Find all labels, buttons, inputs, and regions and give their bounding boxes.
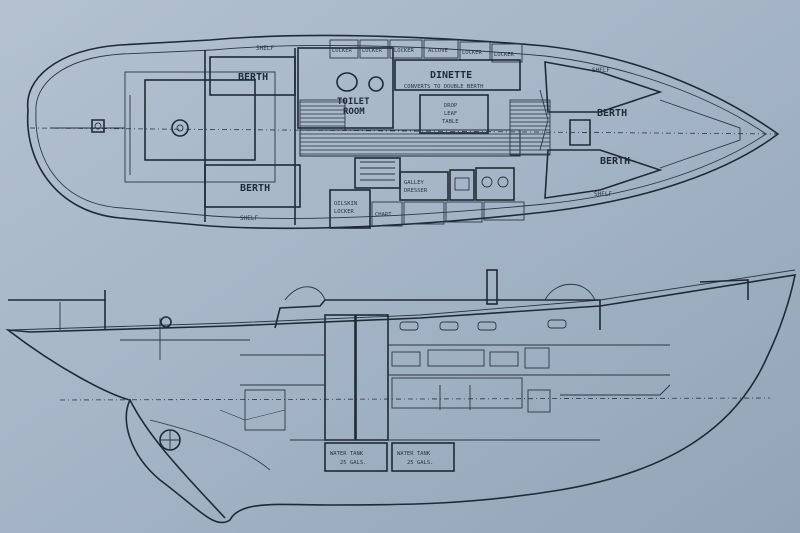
plan-view: BERTH BERTH SHELF SHELF TOILET ROOM LOCK… (26, 34, 781, 230)
galley-dresser (399, 171, 449, 201)
galley-locker-b (445, 201, 483, 223)
chart-table (371, 201, 403, 227)
sole-aft-section (299, 99, 346, 131)
label-locker-4: LOCKER (462, 50, 483, 56)
label-alcove: ALCOVE (428, 48, 448, 54)
galley-locker-c (483, 201, 525, 221)
locker-profile-fwd (527, 389, 551, 413)
shaft-line (219, 409, 286, 421)
locker-3 (389, 39, 423, 59)
label-water-tank-fwd-cap: 25 GALS. (407, 460, 434, 466)
locker-2 (359, 39, 389, 59)
stove-unit (475, 167, 515, 201)
mast-stub (486, 269, 498, 305)
cabin-sole-floor (299, 129, 521, 157)
label-shelf-3: SHELF (592, 67, 610, 74)
wheel-hub-icon (176, 124, 184, 132)
drawer-2 (427, 349, 485, 367)
locker-1 (329, 39, 359, 59)
sink-icon (454, 177, 470, 191)
hull-outline-profile (5, 274, 797, 524)
steering-wheel-icon (171, 119, 189, 137)
basin-icon (368, 76, 384, 92)
water-tank-fwd (391, 442, 455, 472)
sole-fwd-section (509, 99, 551, 156)
label-water-tank-aft-cap: 25 GALS. (340, 460, 367, 466)
water-tank-aft (324, 442, 388, 472)
label-locker-2: LOCKER (362, 48, 383, 54)
rudder-post-center (94, 122, 102, 130)
oilskin-locker (329, 189, 371, 229)
label-dinette-note: CONVERTS TO DOUBLE BERTH (404, 84, 483, 90)
label-locker-1: LOCKER (332, 48, 353, 54)
alcove (423, 39, 459, 59)
berth-fwd-port (544, 61, 663, 113)
label-toilet: TOILET (337, 97, 370, 107)
berth-fwd-starboard (544, 149, 663, 199)
label-locker-3: LOCKER (394, 48, 415, 54)
label-oilskin-locker: LOCKER (334, 209, 355, 215)
toilet-icon (336, 72, 358, 92)
label-room: ROOM (343, 107, 365, 117)
label-water-tank-fwd: WATER TANK (397, 451, 431, 457)
cockpit-well (144, 79, 256, 161)
label-berth-fwd-port: BERTH (597, 108, 627, 119)
cockpit-coaming (124, 71, 276, 183)
label-dresser: DRESSER (404, 188, 428, 194)
keel-leading-edge (129, 399, 226, 519)
label-shelf-2: SHELF (240, 215, 258, 222)
drawer-4 (524, 347, 550, 369)
profile-view: WATER TANK 25 GALS. WATER TANK 25 GALS. (5, 269, 797, 524)
label-berth-starboard: BERTH (240, 183, 270, 194)
locker-row: LOCKER LOCKER LOCKER ALCOVE LOCKER LOCKE… (329, 39, 523, 63)
chain-locker (659, 99, 741, 169)
companion-step-lines (360, 161, 395, 181)
label-drop: DROP (444, 103, 458, 109)
label-oilskin: OILSKIN (334, 201, 357, 207)
burner-icon-2 (497, 176, 509, 188)
dinette-settee-profile (391, 377, 523, 409)
label-water-tank-aft: WATER TANK (330, 451, 364, 457)
label-dinette: DINETTE (430, 70, 472, 81)
bow-pulpit (699, 279, 749, 300)
label-galley: GALLEY (404, 180, 425, 186)
label-leaf: LEAF (444, 111, 457, 117)
locker-5 (491, 43, 523, 63)
burner-icon-1 (481, 176, 493, 188)
bulkhead-fwd (539, 89, 549, 151)
label-berth-fwd-starboard: BERTH (600, 156, 630, 167)
fwd-hatch-arc (544, 283, 596, 301)
cabin-trunk (274, 299, 601, 330)
portlight-1 (399, 321, 419, 331)
waterline (59, 397, 771, 401)
winch-icon (160, 316, 172, 328)
label-locker-5: LOCKER (494, 52, 515, 58)
drawer-3 (489, 351, 519, 367)
propeller-blades-icon (160, 430, 180, 450)
portlight-3 (477, 321, 497, 331)
table-legs (439, 385, 471, 410)
toilet-room (297, 47, 394, 129)
fwd-berth-lower (560, 384, 671, 396)
galley-locker-a (403, 201, 445, 225)
label-shelf-4: SHELF (594, 191, 612, 198)
keel-inner (149, 419, 271, 471)
label-table: TABLE (442, 119, 459, 125)
sheer-line (9, 269, 796, 331)
portlight-2 (439, 321, 459, 331)
label-shelf-1: SHELF (256, 45, 274, 52)
drawer-1 (391, 351, 421, 367)
portlight-4 (547, 319, 567, 329)
sink-unit (449, 169, 475, 201)
label-berth-port: BERTH (238, 72, 268, 83)
forward-hatch (569, 119, 591, 146)
dinette-seat (394, 59, 521, 91)
label-chart: CHART (375, 212, 392, 218)
dodger-arc (284, 286, 326, 301)
